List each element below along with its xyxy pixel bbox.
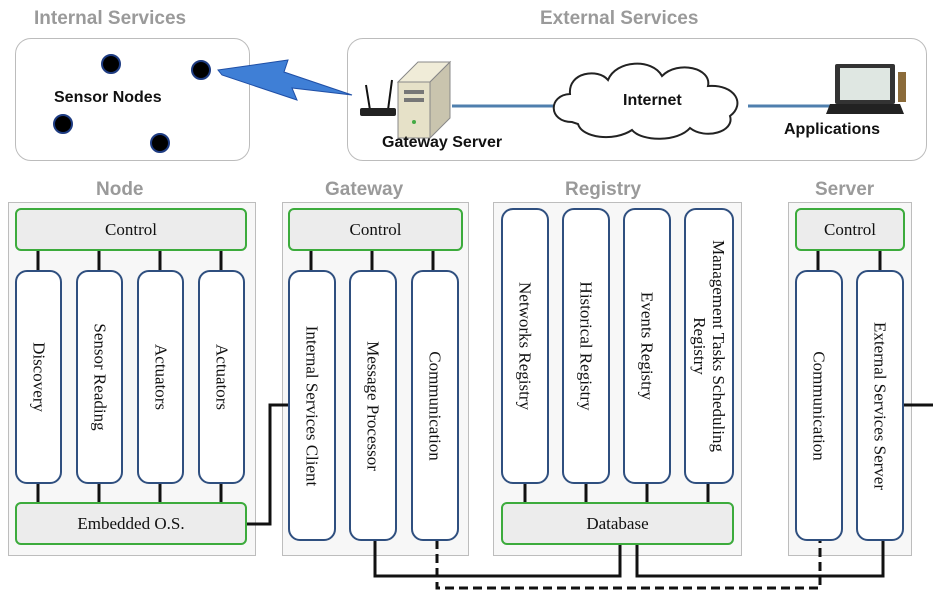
server-control-box: Control bbox=[795, 208, 905, 251]
sensor-node-dot bbox=[101, 54, 121, 74]
registry-title: Registry bbox=[565, 179, 642, 200]
gateway-control-box: Control bbox=[288, 208, 463, 251]
router-icon bbox=[360, 79, 396, 116]
module-label: Sensor Reading bbox=[90, 323, 109, 431]
module-label: Management Tasks Scheduling Registry bbox=[690, 240, 728, 452]
server-module-communication: Communication bbox=[795, 270, 843, 541]
external-services-title: External Services bbox=[540, 8, 699, 29]
server-title: Server bbox=[815, 179, 875, 200]
gateway-title: Gateway bbox=[325, 179, 404, 200]
sensor-node-dot bbox=[53, 114, 73, 134]
module-label: Discovery bbox=[29, 342, 48, 412]
server-module-external-services-server: External Services Server bbox=[856, 270, 904, 541]
module-label: Events Registry bbox=[637, 291, 657, 401]
module-label: Communication bbox=[425, 350, 445, 461]
module-label: Communication bbox=[809, 350, 829, 461]
module-label: Historical Registry bbox=[576, 281, 596, 411]
module-label: Message Processor bbox=[363, 340, 383, 471]
server-icon bbox=[396, 60, 452, 140]
node-control-box: Control bbox=[15, 208, 247, 251]
module-label: Networks Registry bbox=[515, 282, 535, 410]
sensor-node-dot bbox=[191, 60, 211, 80]
registry-module-historical: Historical Registry bbox=[562, 208, 610, 484]
node-module-sensor-reading: Sensor Reading bbox=[76, 270, 123, 484]
lightning-icon bbox=[217, 59, 353, 101]
registry-module-events: Events Registry bbox=[623, 208, 671, 484]
module-label: Actuators bbox=[151, 343, 170, 411]
node-title: Node bbox=[96, 179, 144, 200]
registry-module-management-tasks: Management Tasks Scheduling Registry bbox=[684, 208, 734, 484]
internal-services-panel: Sensor Nodes bbox=[15, 38, 250, 161]
module-label: External Services Server bbox=[870, 321, 890, 490]
database-box: Database bbox=[501, 502, 734, 545]
gateway-module-internal-services-client: Internal Services Client bbox=[288, 270, 336, 541]
gateway-module-message-processor: Message Processor bbox=[349, 270, 397, 541]
cloud-icon bbox=[552, 62, 739, 140]
node-module-discovery: Discovery bbox=[15, 270, 62, 484]
registry-module-networks: Networks Registry bbox=[501, 208, 549, 484]
internet-label: Internet bbox=[623, 92, 682, 109]
sensor-node-dot bbox=[150, 133, 170, 153]
internal-services-title: Internal Services bbox=[34, 8, 187, 29]
embedded-os-box: Embedded O.S. bbox=[15, 502, 247, 545]
applications-label: Applications bbox=[784, 121, 881, 138]
node-module-actuators-2: Actuators bbox=[198, 270, 245, 484]
sensor-nodes-label: Sensor Nodes bbox=[54, 89, 162, 106]
gateway-module-communication: Communication bbox=[411, 270, 459, 541]
module-label: Internal Services Client bbox=[302, 325, 322, 486]
node-module-actuators: Actuators bbox=[137, 270, 184, 484]
module-label: Actuators bbox=[212, 343, 231, 411]
laptop-icon bbox=[826, 64, 906, 114]
gateway-server-label: Gateway Server bbox=[382, 134, 503, 151]
